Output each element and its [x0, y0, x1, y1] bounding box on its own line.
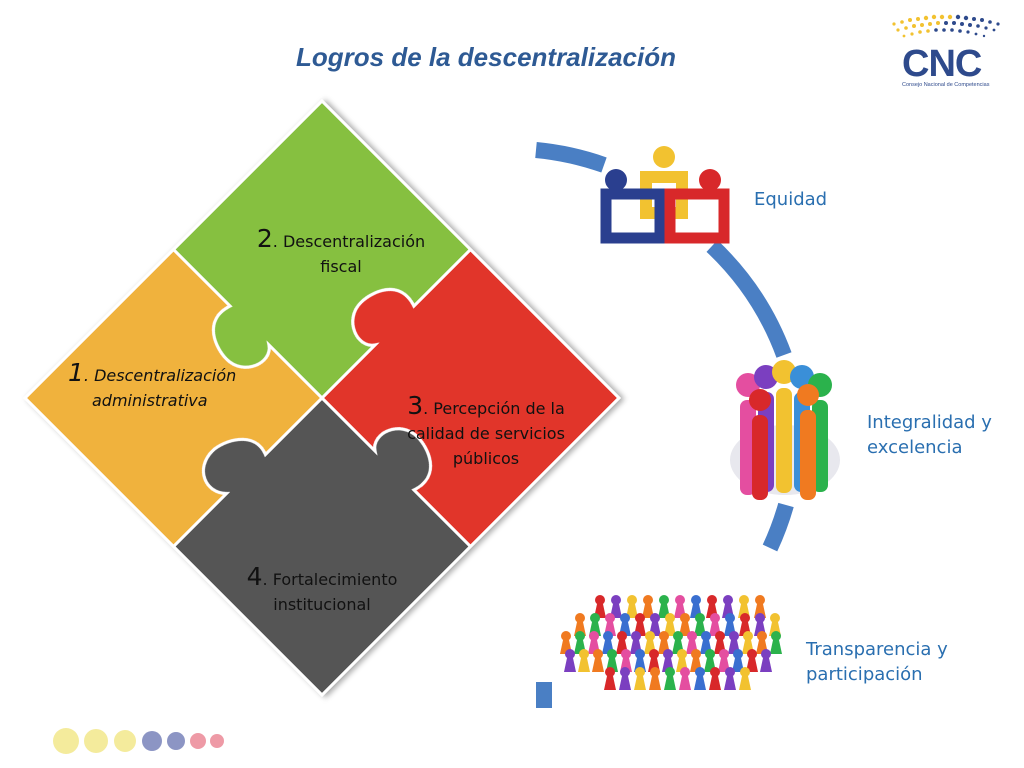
- crowd-pawns-icon: [560, 595, 782, 690]
- piece-1-label: 1. Descentralización administrativa: [68, 360, 268, 413]
- logo-subtitle: Consejo Nacional de Competencias: [902, 82, 990, 88]
- arc-segment-top: [535, 142, 607, 173]
- piece-3-text-line1: . Percepción de la: [423, 399, 565, 418]
- piece-3-text-line3: públicos: [452, 449, 520, 468]
- logo-dots-icon: [892, 14, 1000, 38]
- piece-3-text-line2: calidad de servicios: [407, 424, 565, 443]
- piece-2-number: 2: [256, 224, 273, 253]
- equity-figures-icon: [600, 146, 730, 244]
- cnc-logo: CNC Consejo Nacional de Competencias: [884, 8, 1014, 88]
- logo-text: CNC: [902, 43, 982, 85]
- piece-4-text-line2: institucional: [273, 595, 371, 614]
- piece-3-number: 3: [407, 391, 424, 420]
- footer-dots: [53, 728, 224, 754]
- piece-4-text-line1: . Fortalecimiento: [262, 570, 398, 589]
- piece-1-text-line1: . Descentralización: [83, 366, 237, 385]
- outcome-equidad: Equidad: [754, 187, 827, 212]
- puzzle-piece-4: [171, 395, 473, 698]
- outcome-transparencia: Transparencia y participación: [806, 637, 948, 687]
- piece-2-label: 2. Descentralización fiscal: [236, 226, 446, 279]
- piece-3-label: 3. Percepción de la calidad de servicios…: [386, 393, 586, 471]
- outcome-equidad-text: Equidad: [754, 189, 828, 210]
- arc-segment-upper: [706, 240, 792, 358]
- outcome-transparencia-line2: participación: [806, 664, 923, 685]
- outcome-integralidad-line2: excelencia: [867, 437, 963, 458]
- piece-4-label: 4. Fortalecimiento institucional: [222, 564, 422, 617]
- piece-2-text-line2: fiscal: [320, 257, 362, 276]
- outcome-transparencia-line1: Transparencia y: [806, 639, 948, 660]
- arc-segment-lower: [762, 502, 794, 552]
- piece-4-number: 4: [246, 562, 263, 591]
- piece-1-number: 1: [68, 358, 84, 387]
- slide-title: Logros de la descentralización: [296, 42, 676, 72]
- outcome-integralidad: Integralidad y excelencia: [867, 410, 992, 460]
- piece-1-text-line2: administrativa: [92, 391, 208, 410]
- outcome-integralidad-line1: Integralidad y: [867, 412, 992, 433]
- people-embrace-icon: [730, 360, 840, 500]
- piece-2-text-line1: . Descentralización: [272, 232, 426, 251]
